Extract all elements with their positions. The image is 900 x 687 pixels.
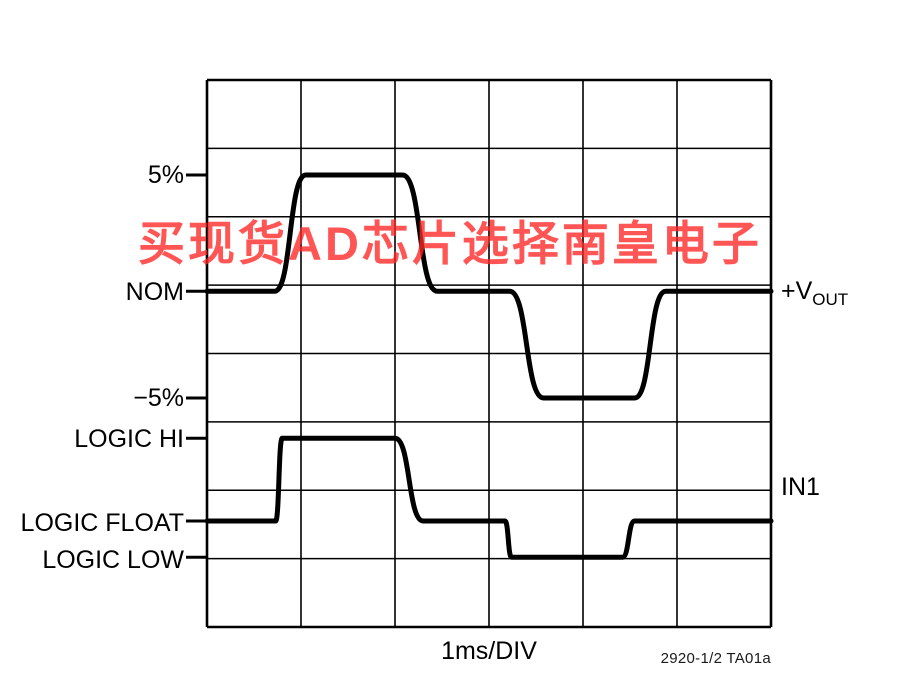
trace-label-vout-sub: OUT [812, 290, 849, 309]
trace-label-vout-pre: +V [781, 277, 813, 305]
trace-label-vout: +VOUT [781, 276, 849, 309]
trace-path-in1 [204, 435, 774, 560]
y-level-label-nom: NOM [125, 278, 184, 306]
figure-caption: 2920-1/2 TA01a [660, 650, 771, 667]
y-level-label-logic-float: LOGIC FLOAT [20, 509, 184, 537]
x-axis-label: 1ms/DIV [441, 637, 537, 665]
y-level-label-minus5: −5% [133, 384, 184, 412]
trace-path-vout [204, 172, 774, 401]
trace-label-in1: IN1 [781, 472, 820, 502]
y-level-label-logic-hi: LOGIC HI [74, 425, 184, 453]
trace-label-in1-pre: IN1 [781, 473, 820, 501]
y-level-label-plus5: 5% [147, 161, 184, 189]
y-level-label-logic-low: LOGIC LOW [42, 546, 184, 574]
